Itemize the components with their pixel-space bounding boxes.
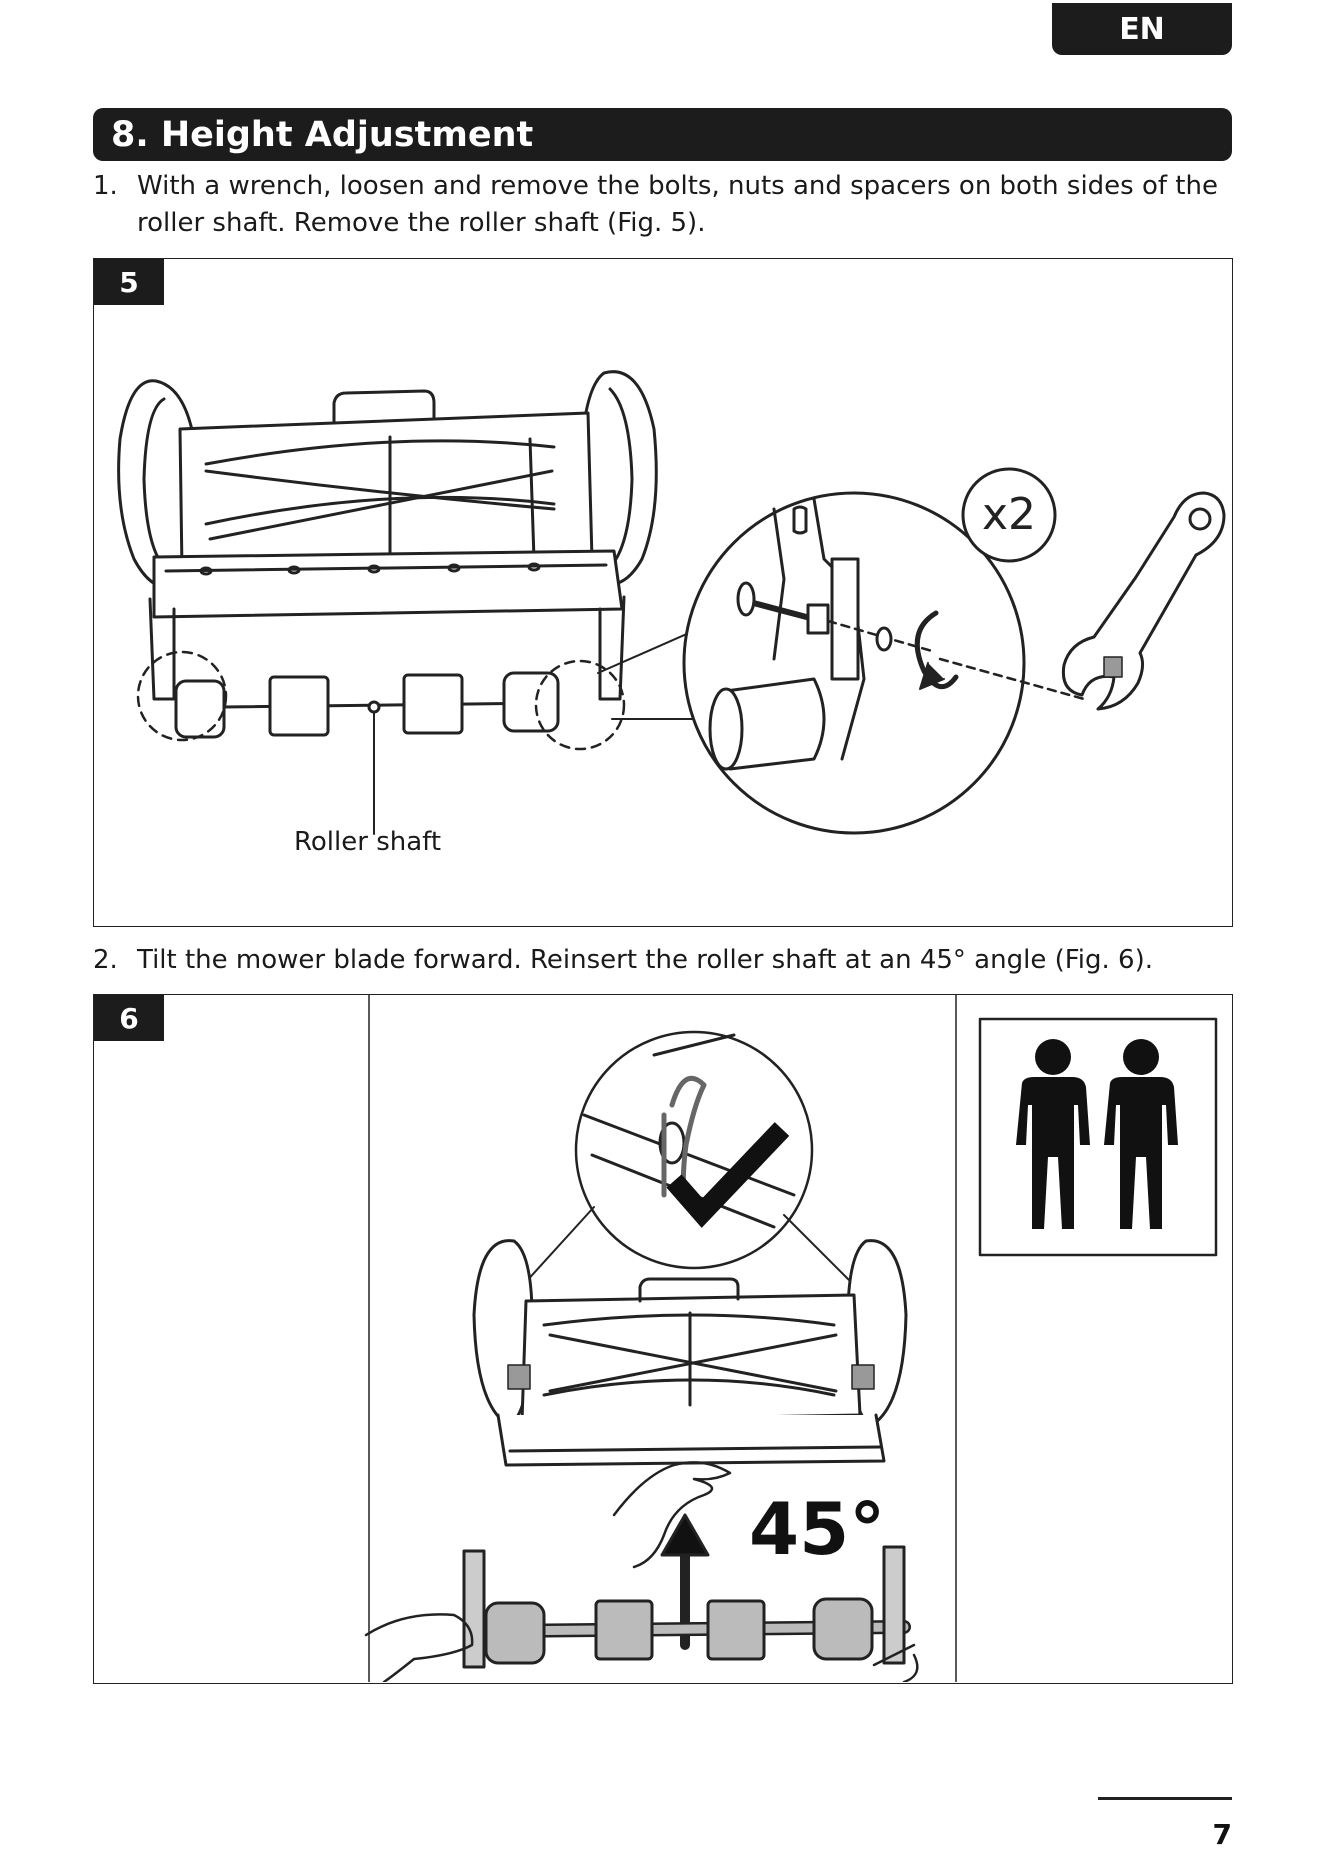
quantity-callout: x2 bbox=[982, 489, 1036, 540]
mower-roller-removal-illustration: x2 bbox=[94, 259, 1231, 925]
section-title: 8. Height Adjustment bbox=[93, 108, 1232, 161]
angle-callout: 45° bbox=[749, 1487, 885, 1571]
step-text-line-1: With a wrench, loosen and remove the bol… bbox=[137, 168, 1218, 205]
figure-5: 5 bbox=[93, 258, 1233, 927]
step-number: 2. bbox=[93, 942, 118, 979]
page-number: 7 bbox=[1180, 1818, 1232, 1851]
roller-shaft-label: Roller shaft bbox=[294, 827, 441, 857]
step-1: 1. With a wrench, loosen and remove the … bbox=[93, 168, 1233, 244]
language-badge: EN bbox=[1052, 3, 1232, 55]
step-text-line-1: Tilt the mower blade forward. Reinsert t… bbox=[137, 942, 1153, 979]
figure-6: 6 bbox=[93, 994, 1233, 1684]
roller-reinsertion-illustration bbox=[94, 995, 1231, 1682]
footer-divider bbox=[1098, 1797, 1232, 1800]
step-2: 2. Tilt the mower blade forward. Reinser… bbox=[93, 942, 1233, 982]
step-number: 1. bbox=[93, 168, 118, 205]
step-text-line-2: roller shaft. Remove the roller shaft (F… bbox=[137, 205, 705, 242]
